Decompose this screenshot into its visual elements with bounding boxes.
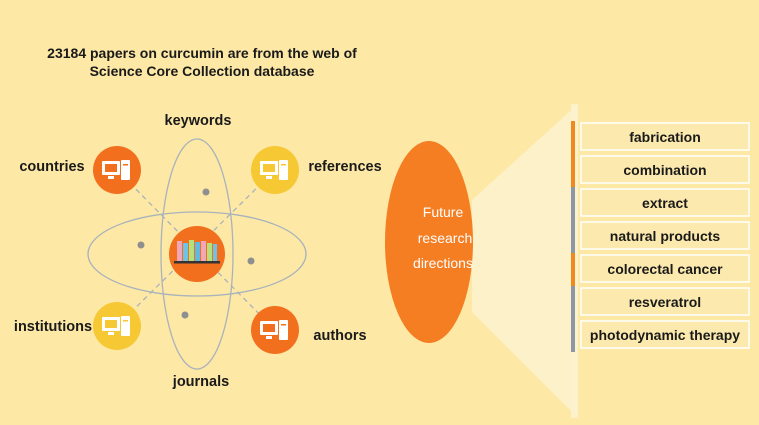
- projection-beam: [472, 104, 578, 418]
- future-line-3: directions: [413, 255, 473, 271]
- direction-accent-bar: [571, 121, 575, 154]
- node-references: [251, 146, 299, 194]
- label-authors: authors: [313, 328, 366, 344]
- label-keywords: keywords: [165, 113, 232, 129]
- direction-item: colorectal cancer: [571, 253, 749, 286]
- direction-item: combination: [571, 154, 749, 187]
- direction-accent-bar: [571, 154, 575, 187]
- direction-item: extract: [571, 187, 749, 220]
- direction-label: fabrication: [629, 129, 701, 145]
- orbit-dot: [248, 258, 255, 265]
- direction-accent-bar: [571, 253, 575, 286]
- future-line-1: Future: [423, 204, 464, 220]
- future-research-oval: Future research directions: [385, 141, 473, 343]
- direction-accent-bar: [571, 220, 575, 253]
- direction-accent-bar: [571, 319, 575, 352]
- direction-label: photodynamic therapy: [590, 327, 740, 343]
- direction-accent-bar: [571, 187, 575, 220]
- direction-label: resveratrol: [629, 294, 701, 310]
- label-institutions: institutions: [14, 319, 92, 335]
- direction-item: photodynamic therapy: [571, 319, 749, 352]
- direction-label: colorectal cancer: [607, 261, 723, 277]
- direction-item: fabrication: [571, 121, 749, 154]
- label-countries: countries: [19, 159, 84, 175]
- direction-accent-bar: [571, 286, 575, 319]
- direction-item: natural products: [571, 220, 749, 253]
- node-institutions: [93, 302, 141, 350]
- future-line-2: research: [418, 230, 472, 246]
- center-node: [169, 226, 225, 282]
- label-references: references: [308, 159, 381, 175]
- direction-label: natural products: [610, 228, 721, 244]
- direction-label: extract: [642, 195, 688, 211]
- direction-label: combination: [623, 162, 706, 178]
- label-journals: journals: [172, 374, 229, 390]
- node-authors: [251, 306, 299, 354]
- title-line-1: 23184 papers on curcumin are from the we…: [47, 45, 357, 61]
- title-line-2: Science Core Collection database: [90, 63, 315, 79]
- orbit-dot: [138, 242, 145, 249]
- node-countries: [93, 146, 141, 194]
- orbit-dot: [182, 312, 189, 319]
- direction-list: fabrication combination extract natural pro…: [571, 121, 749, 352]
- orbit-dot: [203, 189, 210, 196]
- direction-item: resveratrol: [571, 286, 749, 319]
